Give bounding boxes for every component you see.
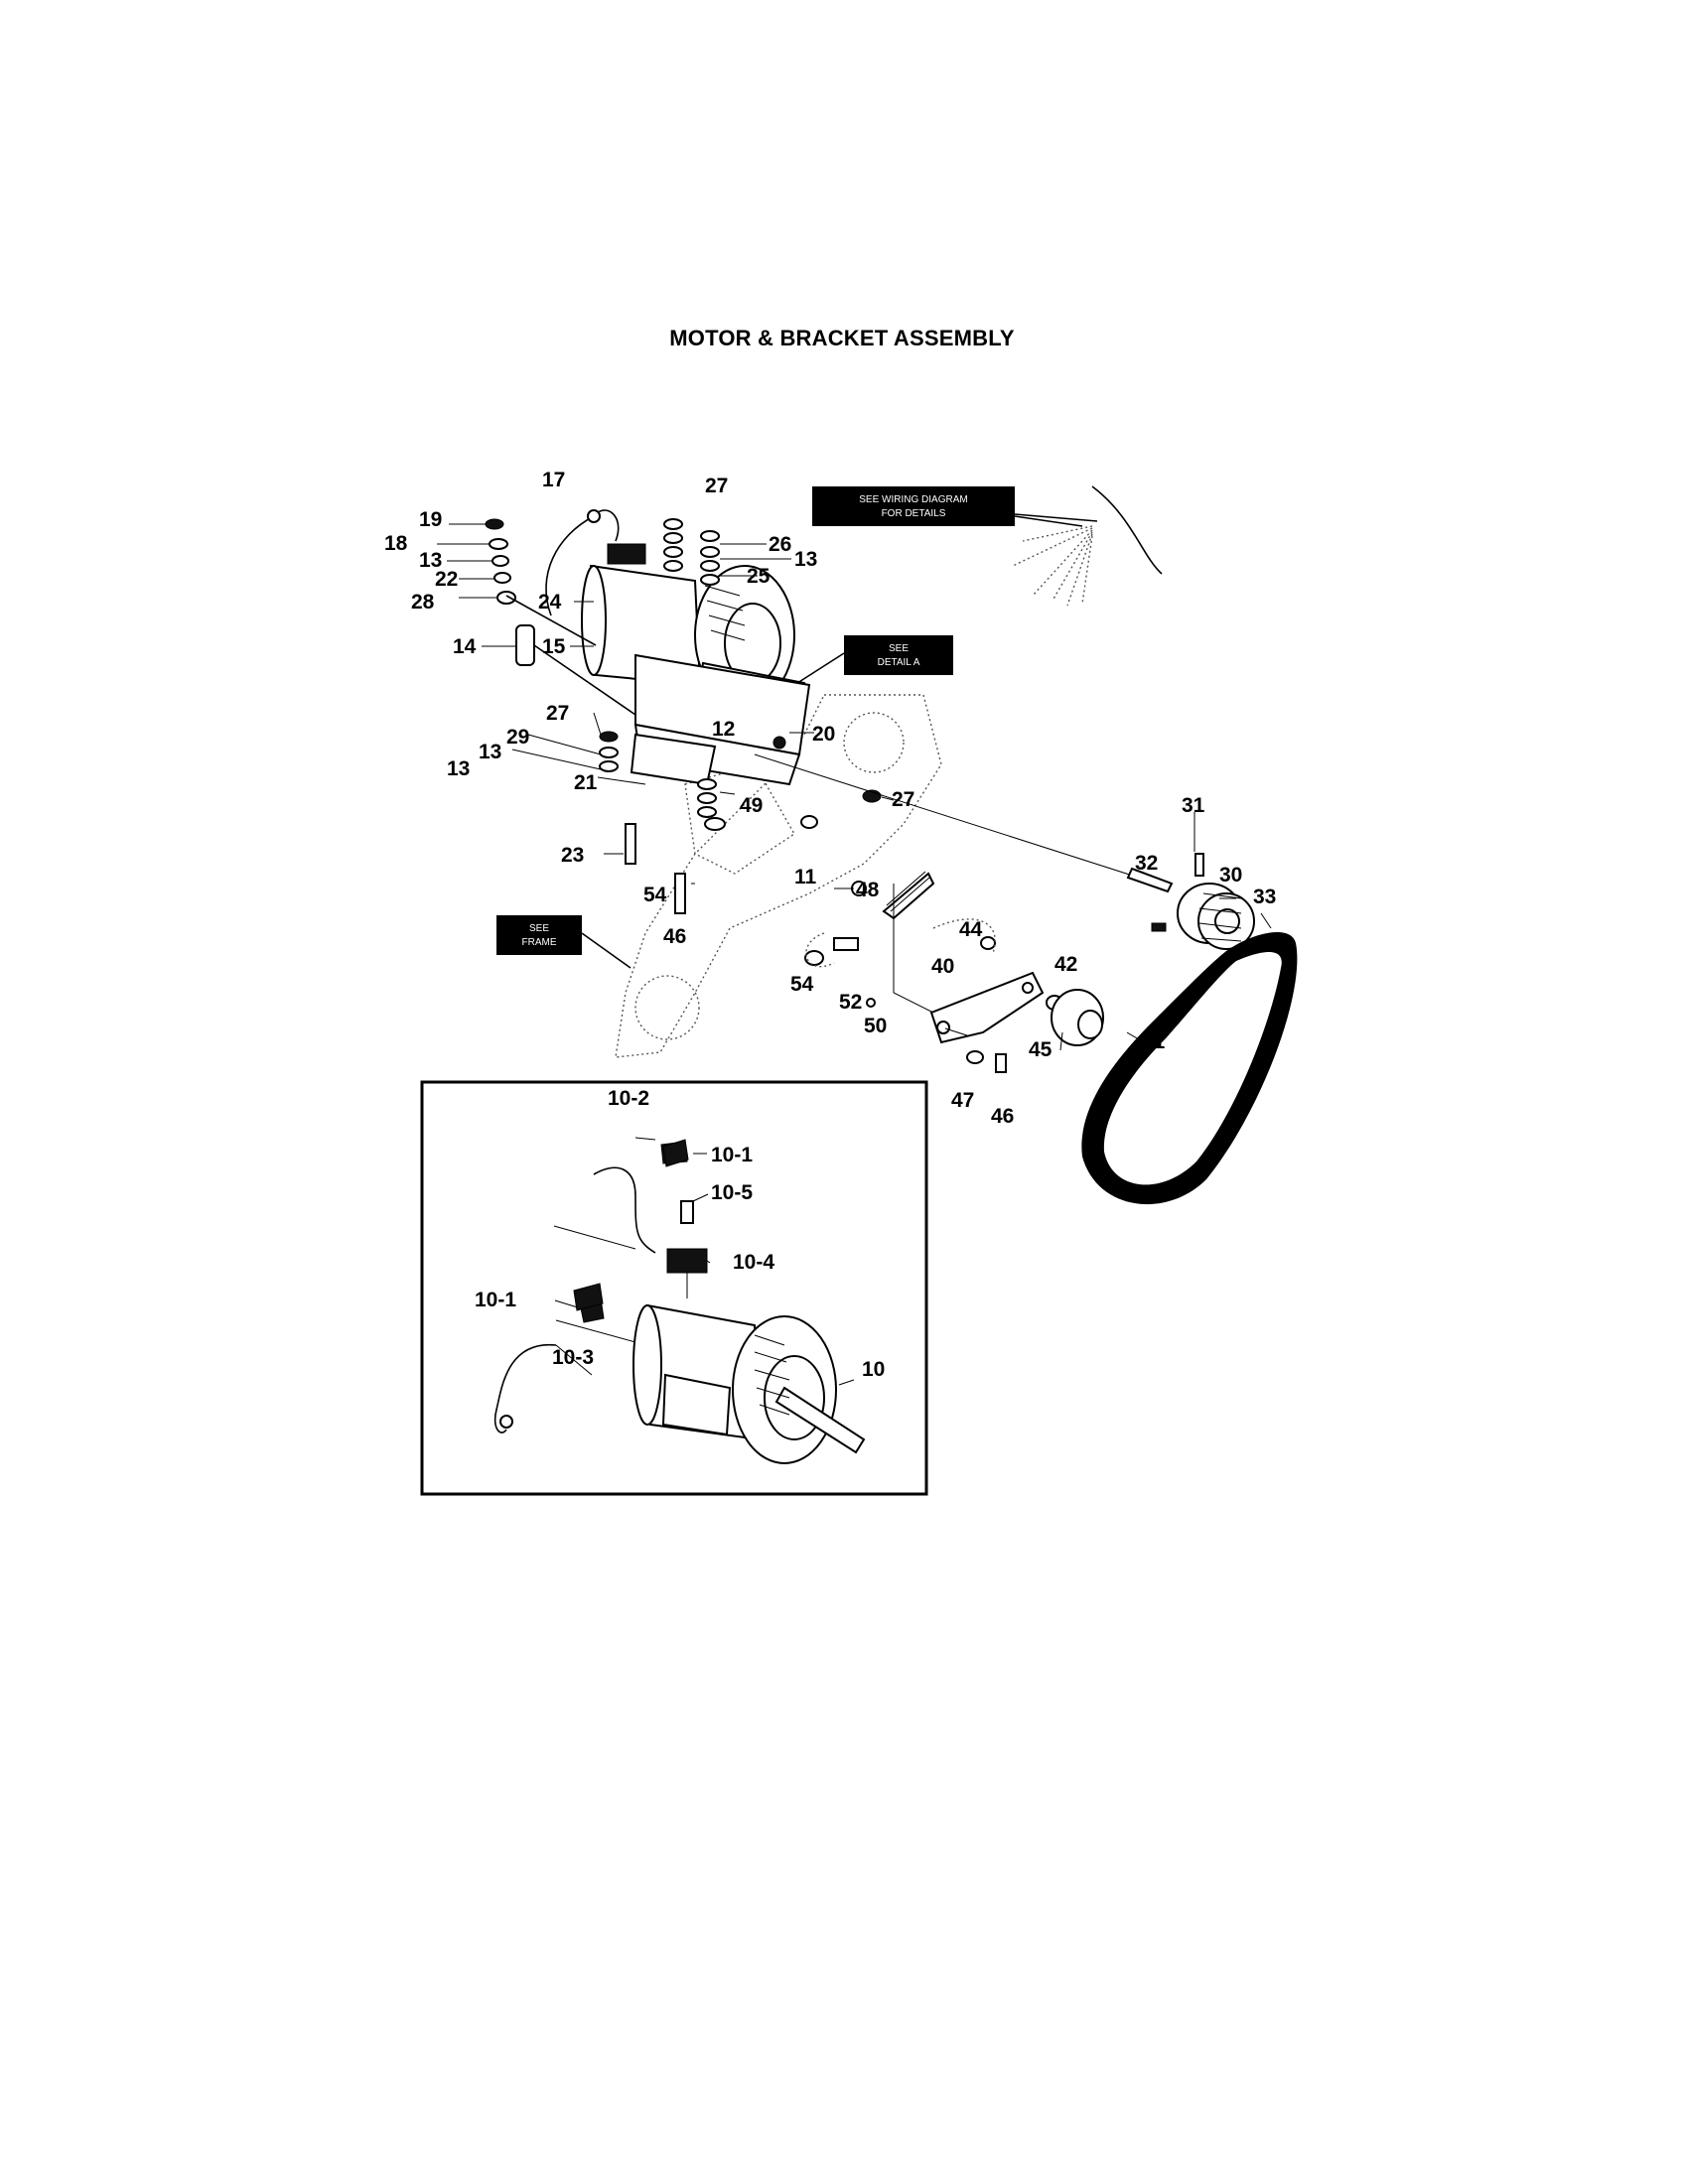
detail-screw-10-5 bbox=[680, 1200, 694, 1224]
callout-13-lower-b: 13 bbox=[447, 757, 470, 780]
callout-24: 24 bbox=[538, 591, 562, 614]
spacer-14 bbox=[515, 624, 535, 666]
callout-labels: 17 27 19 18 13 22 28 26 13 25 24 14 15 2… bbox=[384, 469, 1276, 1381]
callout-40: 40 bbox=[931, 955, 954, 978]
callout-48: 48 bbox=[856, 879, 880, 901]
callout-46-right: 46 bbox=[991, 1105, 1014, 1128]
callout-50: 50 bbox=[864, 1015, 887, 1037]
detail-note-line-2: DETAIL A bbox=[878, 657, 920, 668]
callout-30: 30 bbox=[1219, 864, 1242, 887]
callout-32: 32 bbox=[1135, 852, 1158, 875]
detail-shaft bbox=[774, 1386, 866, 1454]
bolt-46 bbox=[674, 873, 686, 914]
callout-28: 28 bbox=[411, 591, 435, 614]
diagram-title: MOTOR & BRACKET ASSEMBLY bbox=[669, 326, 1015, 350]
callout-31: 31 bbox=[1182, 794, 1205, 817]
callout-41: 41 bbox=[1142, 1030, 1166, 1053]
motor-bracket bbox=[630, 653, 811, 786]
hardware-stack-right bbox=[663, 518, 720, 586]
callout-26: 26 bbox=[769, 533, 791, 556]
wiring-note-line-2: FOR DETAILS bbox=[882, 508, 946, 519]
callout-10-1-left: 10-1 bbox=[475, 1289, 516, 1311]
detail-note-line-1: SEE bbox=[889, 643, 909, 654]
wiring-note-line-1: SEE WIRING DIAGRAM bbox=[859, 494, 967, 505]
drive-pulley bbox=[754, 753, 1255, 950]
callout-20: 20 bbox=[812, 723, 835, 746]
callout-13-right: 13 bbox=[794, 548, 817, 571]
detail-terminal-block bbox=[666, 1248, 708, 1274]
callout-12: 12 bbox=[712, 718, 735, 741]
callout-49: 49 bbox=[740, 794, 763, 817]
callout-leaders bbox=[437, 523, 1272, 1386]
detail-inset-frame bbox=[420, 1080, 928, 1496]
callout-54-left: 54 bbox=[643, 884, 667, 906]
detail-motor bbox=[493, 1141, 866, 1464]
callout-52: 52 bbox=[839, 991, 862, 1014]
wire-harness bbox=[1012, 485, 1163, 607]
callout-27-mid: 27 bbox=[546, 702, 569, 725]
detail-a-note-box: SEE DETAIL A bbox=[793, 635, 953, 686]
callout-27-right: 27 bbox=[892, 788, 914, 811]
callout-25: 25 bbox=[747, 565, 771, 588]
callout-45: 45 bbox=[1029, 1038, 1052, 1061]
callout-27-top: 27 bbox=[705, 475, 728, 497]
callout-10: 10 bbox=[862, 1358, 885, 1381]
callout-33: 33 bbox=[1253, 886, 1276, 908]
key-32 bbox=[1126, 867, 1174, 893]
frame-note-line-2: FRAME bbox=[522, 937, 557, 948]
bolt-52 bbox=[833, 937, 859, 951]
frame-note-box: SEE FRAME bbox=[496, 915, 632, 969]
callout-42: 42 bbox=[1054, 953, 1077, 976]
frame-note-line-1: SEE bbox=[529, 923, 549, 934]
setscrew-31 bbox=[1194, 853, 1204, 877]
callout-29: 29 bbox=[506, 726, 529, 749]
callout-10-2: 10-2 bbox=[608, 1087, 649, 1110]
callout-10-3: 10-3 bbox=[552, 1346, 594, 1369]
callout-14: 14 bbox=[453, 635, 477, 658]
callout-15: 15 bbox=[542, 635, 566, 658]
callout-23: 23 bbox=[561, 844, 584, 867]
callout-22: 22 bbox=[435, 568, 458, 591]
wiring-note-box: SEE WIRING DIAGRAM FOR DETAILS bbox=[812, 486, 1098, 527]
detail-clips bbox=[573, 1139, 689, 1311]
callout-11: 11 bbox=[794, 866, 817, 888]
callout-17: 17 bbox=[542, 469, 565, 491]
callout-47: 47 bbox=[951, 1089, 974, 1112]
callout-10-5: 10-5 bbox=[711, 1181, 753, 1204]
callout-13-lower-a: 13 bbox=[479, 741, 501, 763]
callout-18: 18 bbox=[384, 532, 408, 555]
callout-13-left: 13 bbox=[419, 549, 442, 572]
callout-21: 21 bbox=[574, 771, 598, 794]
callout-10-1-top: 10-1 bbox=[711, 1144, 753, 1166]
idler-bracket-40 bbox=[929, 971, 1045, 1044]
bolt-23 bbox=[625, 823, 636, 865]
callout-46-left: 46 bbox=[663, 925, 686, 948]
drive-belt bbox=[1081, 931, 1298, 1205]
terminal-block bbox=[607, 543, 646, 565]
callout-10-4: 10-4 bbox=[733, 1251, 774, 1274]
callout-44: 44 bbox=[959, 918, 983, 941]
detail-mount-bracket bbox=[661, 1373, 732, 1436]
callout-19: 19 bbox=[419, 508, 442, 531]
idler-assembly bbox=[804, 871, 1104, 1073]
callout-54-lower: 54 bbox=[790, 973, 814, 996]
